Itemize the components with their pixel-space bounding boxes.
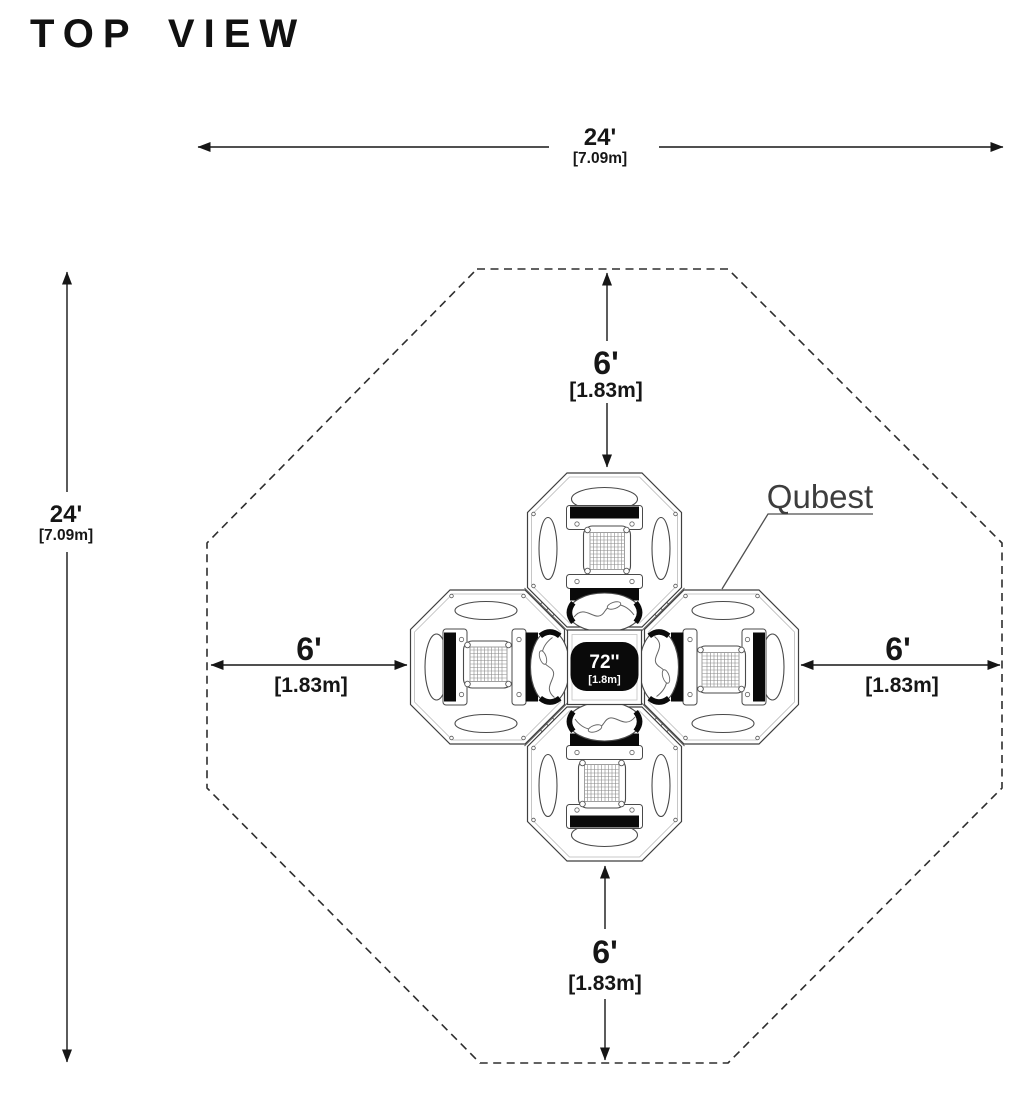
platform-size-meters: [1.8m]	[588, 674, 621, 686]
connector-pod-north	[569, 593, 641, 632]
clearance-right-feet: 6'	[885, 631, 910, 667]
dimension-overall-width: 24' [7.09m]	[197, 124, 1004, 167]
platform-size-badge	[570, 642, 639, 691]
clearance-right-meters: [1.83m]	[865, 674, 939, 697]
clearance-top-feet: 6'	[593, 345, 618, 381]
page-title: TOP VIEW	[30, 12, 307, 56]
clearance-bottom-feet: 6'	[592, 934, 617, 970]
clearance-left-feet: 6'	[296, 631, 321, 667]
callout-leader-line	[721, 513, 873, 590]
dimension-clearance-right: 6' [1.83m]	[800, 631, 1001, 697]
dim-width-meters: [7.09m]	[573, 150, 627, 167]
dim-width-feet: 24'	[584, 124, 616, 151]
dim-depth-meters: [7.09m]	[39, 527, 93, 544]
dimension-clearance-bottom: 6' [1.83m]	[568, 865, 642, 1061]
central-platform: 72'' [1.8m]	[566, 629, 643, 706]
dimension-overall-depth: 24' [7.09m]	[39, 271, 93, 1063]
dimension-clearance-top: 6' [1.83m]	[569, 272, 643, 468]
clearance-left-meters: [1.83m]	[274, 674, 348, 697]
clearance-bottom-meters: [1.83m]	[568, 972, 642, 995]
equipment-callout: Qubest	[721, 478, 873, 590]
dim-depth-feet: 24'	[50, 501, 82, 528]
connector-pod-south	[569, 702, 641, 741]
connector-pod-west	[531, 631, 570, 703]
connector-pod-east	[640, 631, 679, 703]
dimension-clearance-left: 6' [1.83m]	[210, 631, 408, 697]
use-zone-boundary	[206, 268, 1003, 1064]
clearance-top-meters: [1.83m]	[569, 379, 643, 402]
platform-size-inches: 72''	[589, 652, 619, 673]
equipment-name-label: Qubest	[767, 478, 873, 515]
